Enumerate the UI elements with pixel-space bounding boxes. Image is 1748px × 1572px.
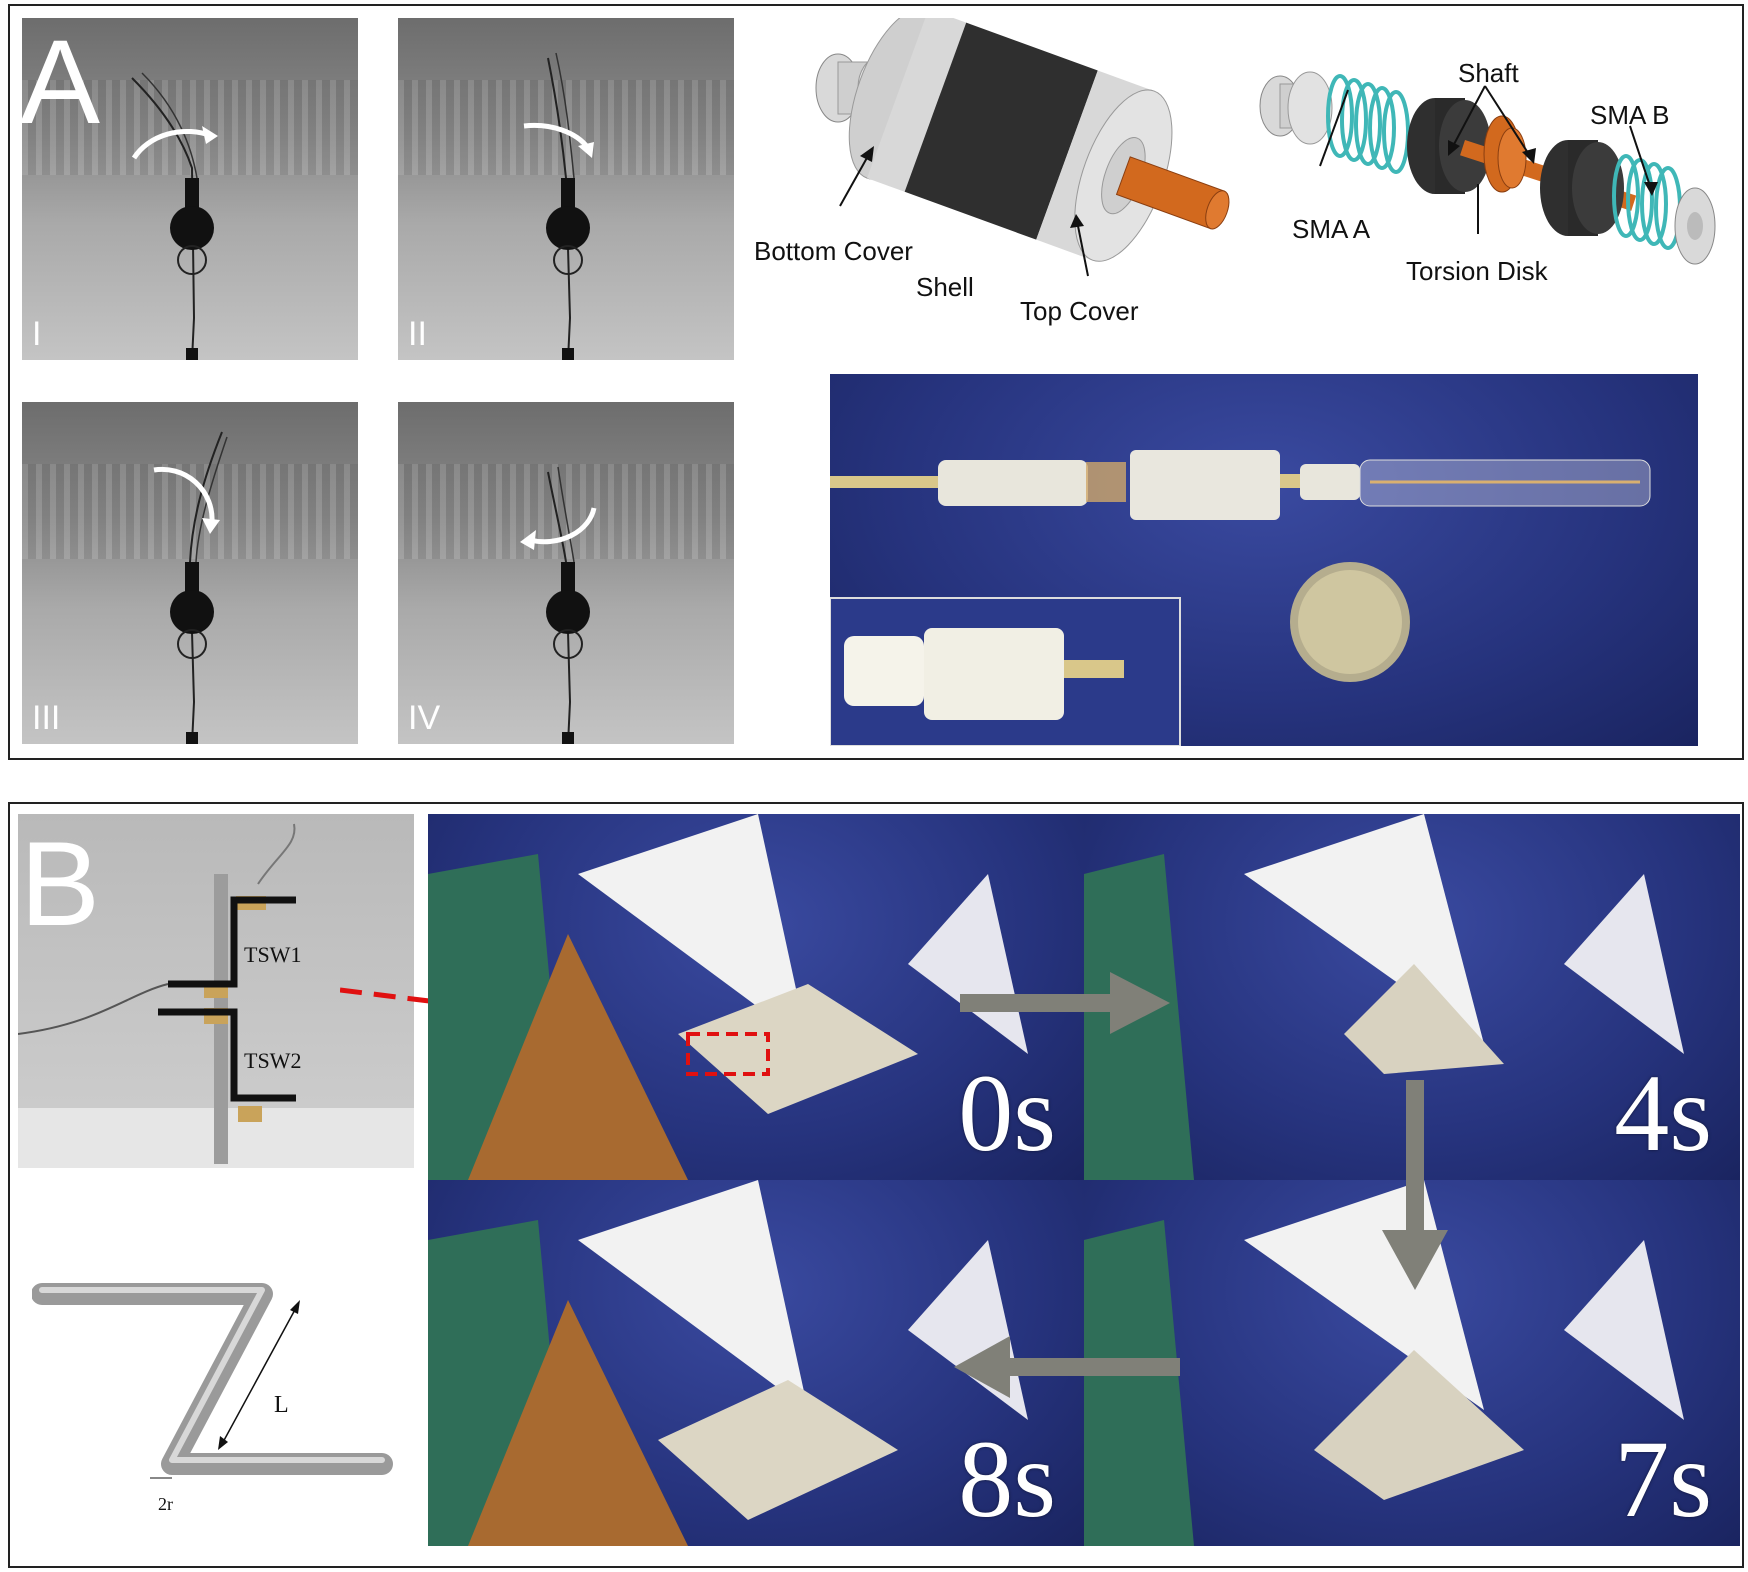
panel-b: TSW1 TSW2 B L 2r 0s	[8, 802, 1744, 1568]
z-wire-diagram	[32, 1283, 393, 1479]
label-shaft: Shaft	[1458, 58, 1519, 88]
label-length: L	[274, 1392, 289, 1418]
label-tsw1: TSW1	[244, 942, 302, 967]
frame-label: II	[408, 315, 427, 353]
rotation-arrow-icon	[529, 507, 597, 545]
label-tsw2: TSW2	[244, 1048, 302, 1073]
label-top-cover: Top Cover	[1020, 296, 1139, 326]
time-label: 4s	[1614, 1052, 1712, 1174]
time-label: 0s	[958, 1052, 1056, 1174]
assembled-leader-lines	[839, 146, 1089, 277]
assembled-actuator-diagram	[815, 18, 1230, 262]
label-sma-b: SMA B	[1590, 100, 1670, 130]
xray-frame-2: II	[398, 18, 734, 360]
panel-a: I II III	[8, 4, 1744, 760]
frame-label: I	[32, 315, 42, 353]
origami-frame-7s: 7s	[1084, 1180, 1740, 1546]
xray-frame-4: IV	[398, 402, 734, 744]
label-sma-a: SMA A	[1292, 214, 1371, 244]
panel-letter-b: B	[20, 817, 101, 951]
xray-frame-3: III	[22, 402, 358, 744]
time-label: 8s	[958, 1418, 1056, 1540]
frame-label: III	[32, 699, 61, 737]
rotation-arrow-icon	[131, 128, 213, 160]
rotation-arrow-icon	[153, 466, 215, 523]
origami-frame-8s: 8s	[428, 1180, 1084, 1546]
frame-label: IV	[408, 699, 441, 737]
prototype-photo	[830, 374, 1698, 746]
rotation-arrow-icon	[523, 122, 591, 150]
label-bottom-cover: Bottom Cover	[754, 236, 913, 266]
label-shell: Shell	[916, 272, 974, 302]
xray-frame-1: I	[22, 18, 358, 360]
label-radius: 2r	[158, 1494, 173, 1514]
origami-frame-4s: 4s	[1084, 814, 1740, 1180]
time-label: 7s	[1614, 1418, 1712, 1540]
exploded-leader-lines	[1319, 85, 1658, 234]
panel-letter-a: A	[20, 15, 101, 149]
origami-frame-0s: 0s	[428, 814, 1084, 1180]
label-torsion-disk: Torsion Disk	[1406, 256, 1548, 286]
